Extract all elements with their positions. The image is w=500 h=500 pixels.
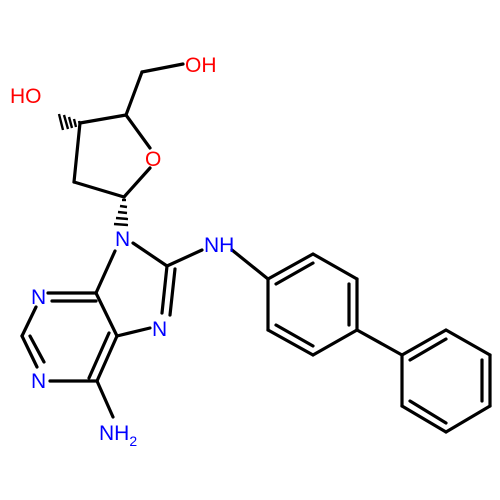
label-nh2-main: NH <box>99 422 129 445</box>
bond-p1-b <box>311 252 359 281</box>
label-n1: N <box>31 370 46 393</box>
bond-c8-n7-b <box>168 267 177 317</box>
bond-biaryl <box>355 328 404 357</box>
bond-c6-c5-a <box>95 334 119 383</box>
bond-p2-a-inner <box>408 337 448 362</box>
bond-p2-e-inner <box>408 399 448 425</box>
bond-c2-n1-b <box>28 334 46 364</box>
bond-n9-c8 <box>131 241 169 268</box>
bond-c5-c4 <box>94 291 119 338</box>
bond-p1-a-inner <box>274 261 315 286</box>
hashed-bond-c1-n9 <box>113 198 129 227</box>
bond-p2-e <box>400 404 448 434</box>
label-n7: N <box>152 318 167 341</box>
label-nh2: NH2 <box>99 422 137 449</box>
bond-p1-d <box>311 328 359 357</box>
bonds <box>20 62 492 434</box>
hashed-bond-c3-oh <box>57 113 82 131</box>
bond-c1-c2 <box>72 180 126 199</box>
label-n9: N <box>115 228 130 251</box>
bond-ch2-oh <box>140 62 185 74</box>
bond-c2-n1-a <box>20 334 39 369</box>
atom-labels: OH HO O N NH N N N NH2 <box>10 54 234 449</box>
label-nh2-sub: 2 <box>129 433 137 449</box>
bond-p2-a <box>400 328 448 357</box>
bond-n7-c5 <box>115 326 152 338</box>
bond-p2-d <box>444 404 492 434</box>
bond-c2-c3 <box>72 121 82 184</box>
bond-c8-nh <box>165 248 204 268</box>
bond-c6-c5-b <box>87 331 111 380</box>
label-oh-top: OH <box>185 54 217 77</box>
bond-p1-a <box>266 252 315 281</box>
bond-c6-nh2 <box>95 379 115 419</box>
bond-nh-phenyl <box>230 248 270 281</box>
bond-p1-e-inner <box>274 323 315 348</box>
label-ho-left: HO <box>10 85 42 108</box>
bond-c4-o <box>124 113 152 150</box>
label-ring-o: O <box>145 148 161 171</box>
label-n3: N <box>31 286 46 309</box>
bond-c3-c4 <box>78 113 128 125</box>
bond-c4-ch2 <box>124 70 144 117</box>
bond-p1-e <box>266 328 315 357</box>
bond-p2-b <box>444 328 492 357</box>
label-nh: NH <box>204 234 234 257</box>
bond-c4-n9 <box>94 249 117 295</box>
bond-c8-n7-a <box>160 264 169 315</box>
bond-n3-c2 <box>20 305 38 338</box>
bond-o-c1 <box>122 166 152 199</box>
